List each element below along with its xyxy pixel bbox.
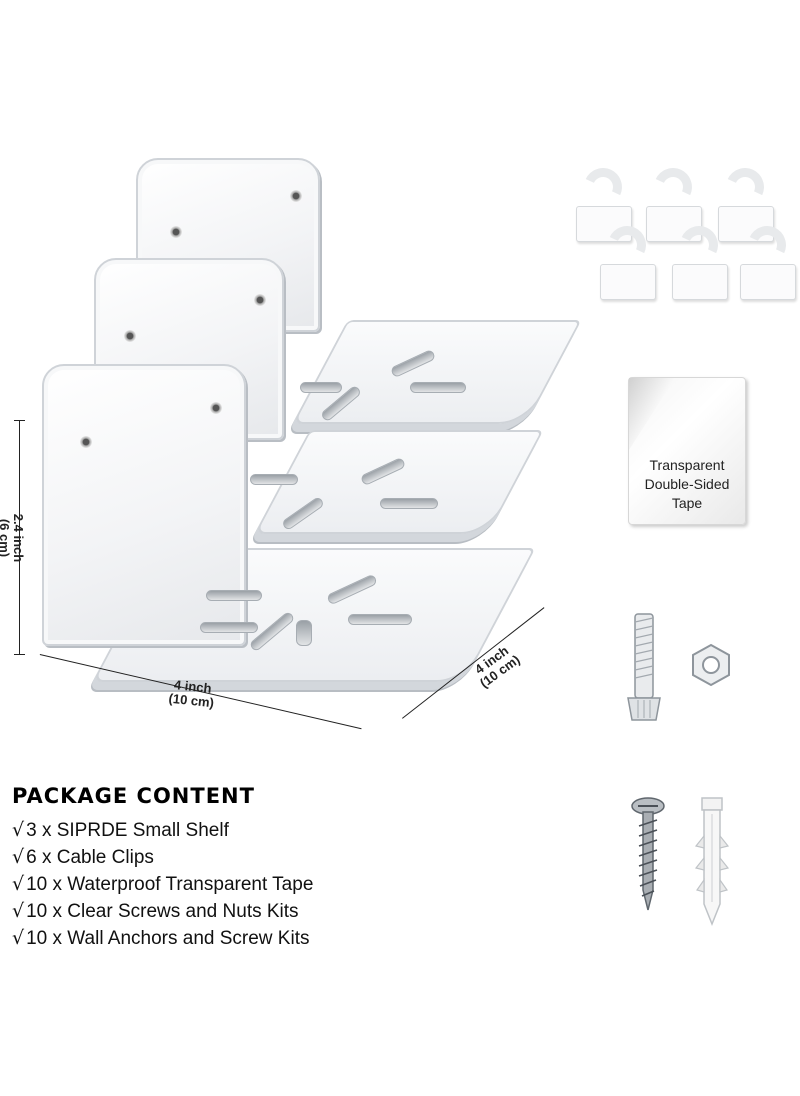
check-icon: √ xyxy=(12,819,25,841)
package-content-list: √3 x SIPRDE Small Shelf √6 x Cable Clips… xyxy=(12,817,313,952)
tape-label: Transparent Double-Sided Tape xyxy=(629,456,745,513)
cable-clips-group xyxy=(570,162,800,308)
check-icon: √ xyxy=(12,873,25,895)
wood-screw-icon xyxy=(631,797,665,911)
package-item: √6 x Cable Clips xyxy=(12,846,154,868)
shelf-hole xyxy=(124,330,136,342)
height-cm: (6 cm) xyxy=(0,518,12,558)
height-dimension-line xyxy=(14,420,25,655)
shelf-slot xyxy=(380,498,438,509)
shelf-slot xyxy=(300,382,342,393)
shelf-slot xyxy=(206,590,262,601)
tape-label-line3: Tape xyxy=(671,495,703,511)
cable-clip-icon xyxy=(736,220,798,300)
shelf-slot xyxy=(348,614,412,625)
check-icon: √ xyxy=(12,927,25,949)
tape-peel-corner xyxy=(629,378,675,450)
package-content-title: PACKAGE CONTENT xyxy=(12,784,255,808)
package-item: √10 x Wall Anchors and Screw Kits xyxy=(12,927,310,949)
cable-clip-icon xyxy=(714,162,776,242)
shelf-slot xyxy=(296,620,312,646)
check-icon: √ xyxy=(12,846,25,868)
cable-clip-icon xyxy=(596,220,658,300)
hex-nut-icon xyxy=(692,643,730,687)
wall-anchor-icon xyxy=(694,797,730,927)
double-sided-tape-icon: Transparent Double-Sided Tape xyxy=(628,377,746,525)
tape-label-line1: Transparent xyxy=(649,457,725,473)
shelf-hole xyxy=(254,294,266,306)
check-icon: √ xyxy=(12,900,25,922)
clear-bolt-icon xyxy=(627,613,661,721)
package-item: √3 x SIPRDE Small Shelf xyxy=(12,819,229,841)
shelf-hole xyxy=(290,190,302,202)
shelf-hole xyxy=(210,402,222,414)
shelf-slot xyxy=(410,382,466,393)
shelf-front-back xyxy=(42,364,246,646)
cable-clip-icon xyxy=(642,162,704,242)
cable-clip-icon xyxy=(668,220,730,300)
shelf-slot xyxy=(250,474,298,485)
tape-label-line2: Double-Sided xyxy=(644,476,730,492)
shelf-stack xyxy=(42,158,582,682)
package-item: √10 x Clear Screws and Nuts Kits xyxy=(12,900,299,922)
height-dimension-label: 2.4 inch (6 cm) xyxy=(0,503,26,573)
shelf-hole xyxy=(170,226,182,238)
height-inch: 2.4 inch xyxy=(11,513,26,563)
package-item: √10 x Waterproof Transparent Tape xyxy=(12,873,314,895)
cable-clip-icon xyxy=(572,162,634,242)
shelf-slot xyxy=(200,622,258,633)
shelf-hole xyxy=(80,436,92,448)
